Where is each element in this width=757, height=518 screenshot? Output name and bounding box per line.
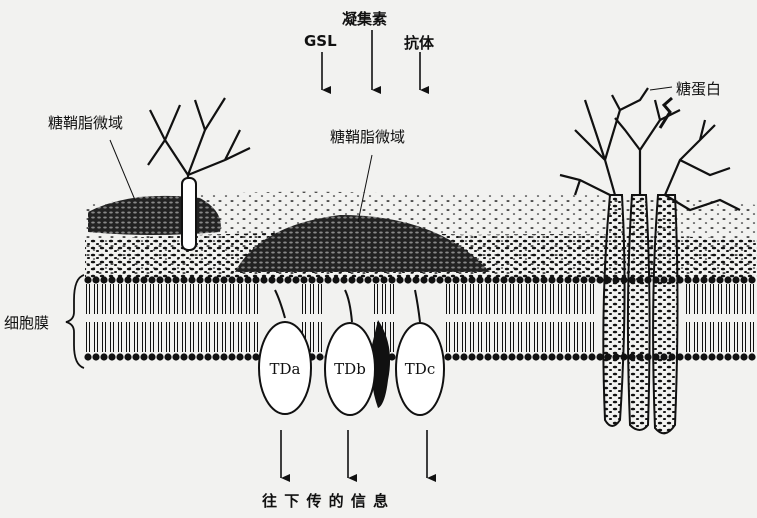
lectin-label: 凝集素 <box>342 8 387 29</box>
td-c-label: TDc <box>405 360 435 378</box>
left-raft <box>88 196 221 235</box>
membrane-bracket <box>66 275 84 368</box>
antibody-label: 抗体 <box>404 32 434 53</box>
gem-left-label: 糖鞘脂微域 <box>48 112 123 133</box>
gem-center-label: 糖鞘脂微域 <box>330 126 405 147</box>
signal-label: 往 下 传 的 信 息 <box>262 490 389 511</box>
td-b-label: TDb <box>334 360 366 378</box>
membrane-label: 细胞膜 <box>4 312 49 333</box>
glycolipid-stem <box>182 178 196 250</box>
gsl-label: GSL <box>304 32 337 50</box>
output-arrows <box>281 430 427 478</box>
glycoprotein-label: 糖蛋白 <box>676 78 721 99</box>
transducers: TDa TDb TDc <box>259 290 444 415</box>
td-a-label: TDa <box>270 360 301 378</box>
